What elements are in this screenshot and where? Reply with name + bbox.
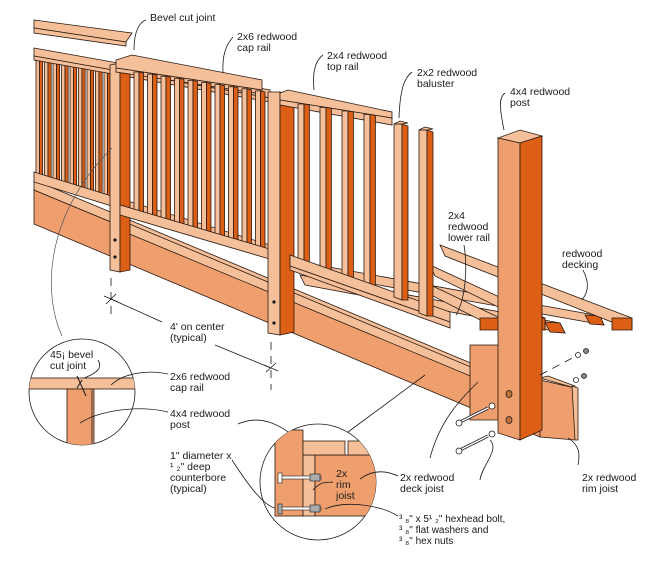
baluster — [228, 86, 234, 242]
baluster-side — [47, 57, 52, 183]
baluster — [35, 55, 40, 179]
baluster-side — [206, 82, 212, 235]
cap-rail-lifted — [33, 19, 133, 47]
baluster-loose — [393, 120, 434, 317]
leader-lines — [133, 19, 588, 466]
baluster-side — [219, 84, 225, 239]
baluster-side — [165, 75, 171, 222]
baluster — [187, 80, 194, 230]
baluster-side — [347, 110, 354, 282]
baluster-side — [152, 73, 158, 218]
baluster-side — [233, 86, 239, 243]
baluster-side — [73, 61, 78, 191]
baluster — [103, 68, 108, 201]
hexhead-bolts — [455, 348, 589, 455]
baluster — [86, 65, 91, 196]
baluster — [78, 63, 83, 193]
baluster — [95, 66, 100, 199]
baluster — [241, 88, 248, 247]
baluster-side — [303, 103, 310, 266]
baluster — [69, 62, 74, 190]
baluster-side — [90, 65, 95, 197]
baluster-side — [56, 58, 61, 186]
label-post: 4x4 redwood post — [510, 86, 571, 109]
baluster-side — [369, 114, 376, 290]
baluster-side — [64, 60, 69, 188]
post-middle — [267, 91, 295, 336]
baluster — [174, 77, 180, 226]
dimension-4ft-on-center — [103, 278, 279, 390]
baluster-side — [81, 63, 86, 194]
label-baluster: 2x2 redwood baluster — [417, 67, 478, 90]
detail-bevel-joint — [28, 147, 169, 446]
label-deck-joist: 2x redwood deck joist — [400, 472, 455, 495]
baluster — [61, 60, 66, 187]
label-bevel-cut-joint: Bevel cut joint — [150, 12, 216, 24]
post-left — [109, 62, 131, 273]
baluster-side — [98, 66, 103, 200]
label-counterbore: 1" diameter x ¹ ₂" deep counterbore (typ… — [170, 450, 232, 495]
post-4x4 — [496, 129, 544, 441]
label-top-rail: 2x4 redwood top rail — [327, 50, 388, 73]
baluster — [160, 75, 167, 221]
baluster-side — [39, 55, 44, 180]
balusters-right — [297, 103, 376, 290]
baluster — [133, 71, 140, 213]
baluster — [214, 84, 221, 238]
rim-joist — [538, 375, 579, 441]
baluster — [147, 73, 153, 217]
baluster-side — [325, 107, 332, 274]
label-hardware: ³ ₈" x 5¹ ₂" hexhead bolt, ³ ₈" flat was… — [399, 514, 506, 547]
label-detail-bevel: 45¡ bevel cut joint — [50, 349, 94, 372]
label-rim-joist-inner: 2x rim joist — [336, 468, 355, 502]
baluster-side — [246, 88, 252, 248]
label-cap-rail: 2x6 redwood cap rail — [237, 31, 298, 54]
label-detail-cap-rail: 2x6 redwood cap rail — [170, 371, 231, 394]
baluster-side — [138, 71, 144, 214]
baluster — [363, 114, 371, 289]
baluster-side — [192, 79, 198, 231]
baluster — [341, 110, 349, 281]
detail-bolt-section — [231, 374, 494, 541]
label-rim-joist: 2x redwood rim joist — [582, 472, 637, 495]
label-on-center: 4' on center (typical) — [170, 321, 225, 344]
baluster — [201, 82, 207, 234]
baluster — [52, 58, 57, 185]
label-decking: redwood decking — [562, 248, 603, 271]
baluster — [319, 107, 327, 273]
baluster-side — [179, 77, 185, 227]
label-lower-rail: 2x4 redwood lower rail — [448, 210, 491, 244]
label-detail-post: 4x4 redwood post — [170, 408, 231, 431]
baluster — [44, 57, 49, 182]
baluster-side — [260, 90, 266, 252]
baluster — [255, 90, 261, 251]
baluster — [297, 103, 305, 265]
